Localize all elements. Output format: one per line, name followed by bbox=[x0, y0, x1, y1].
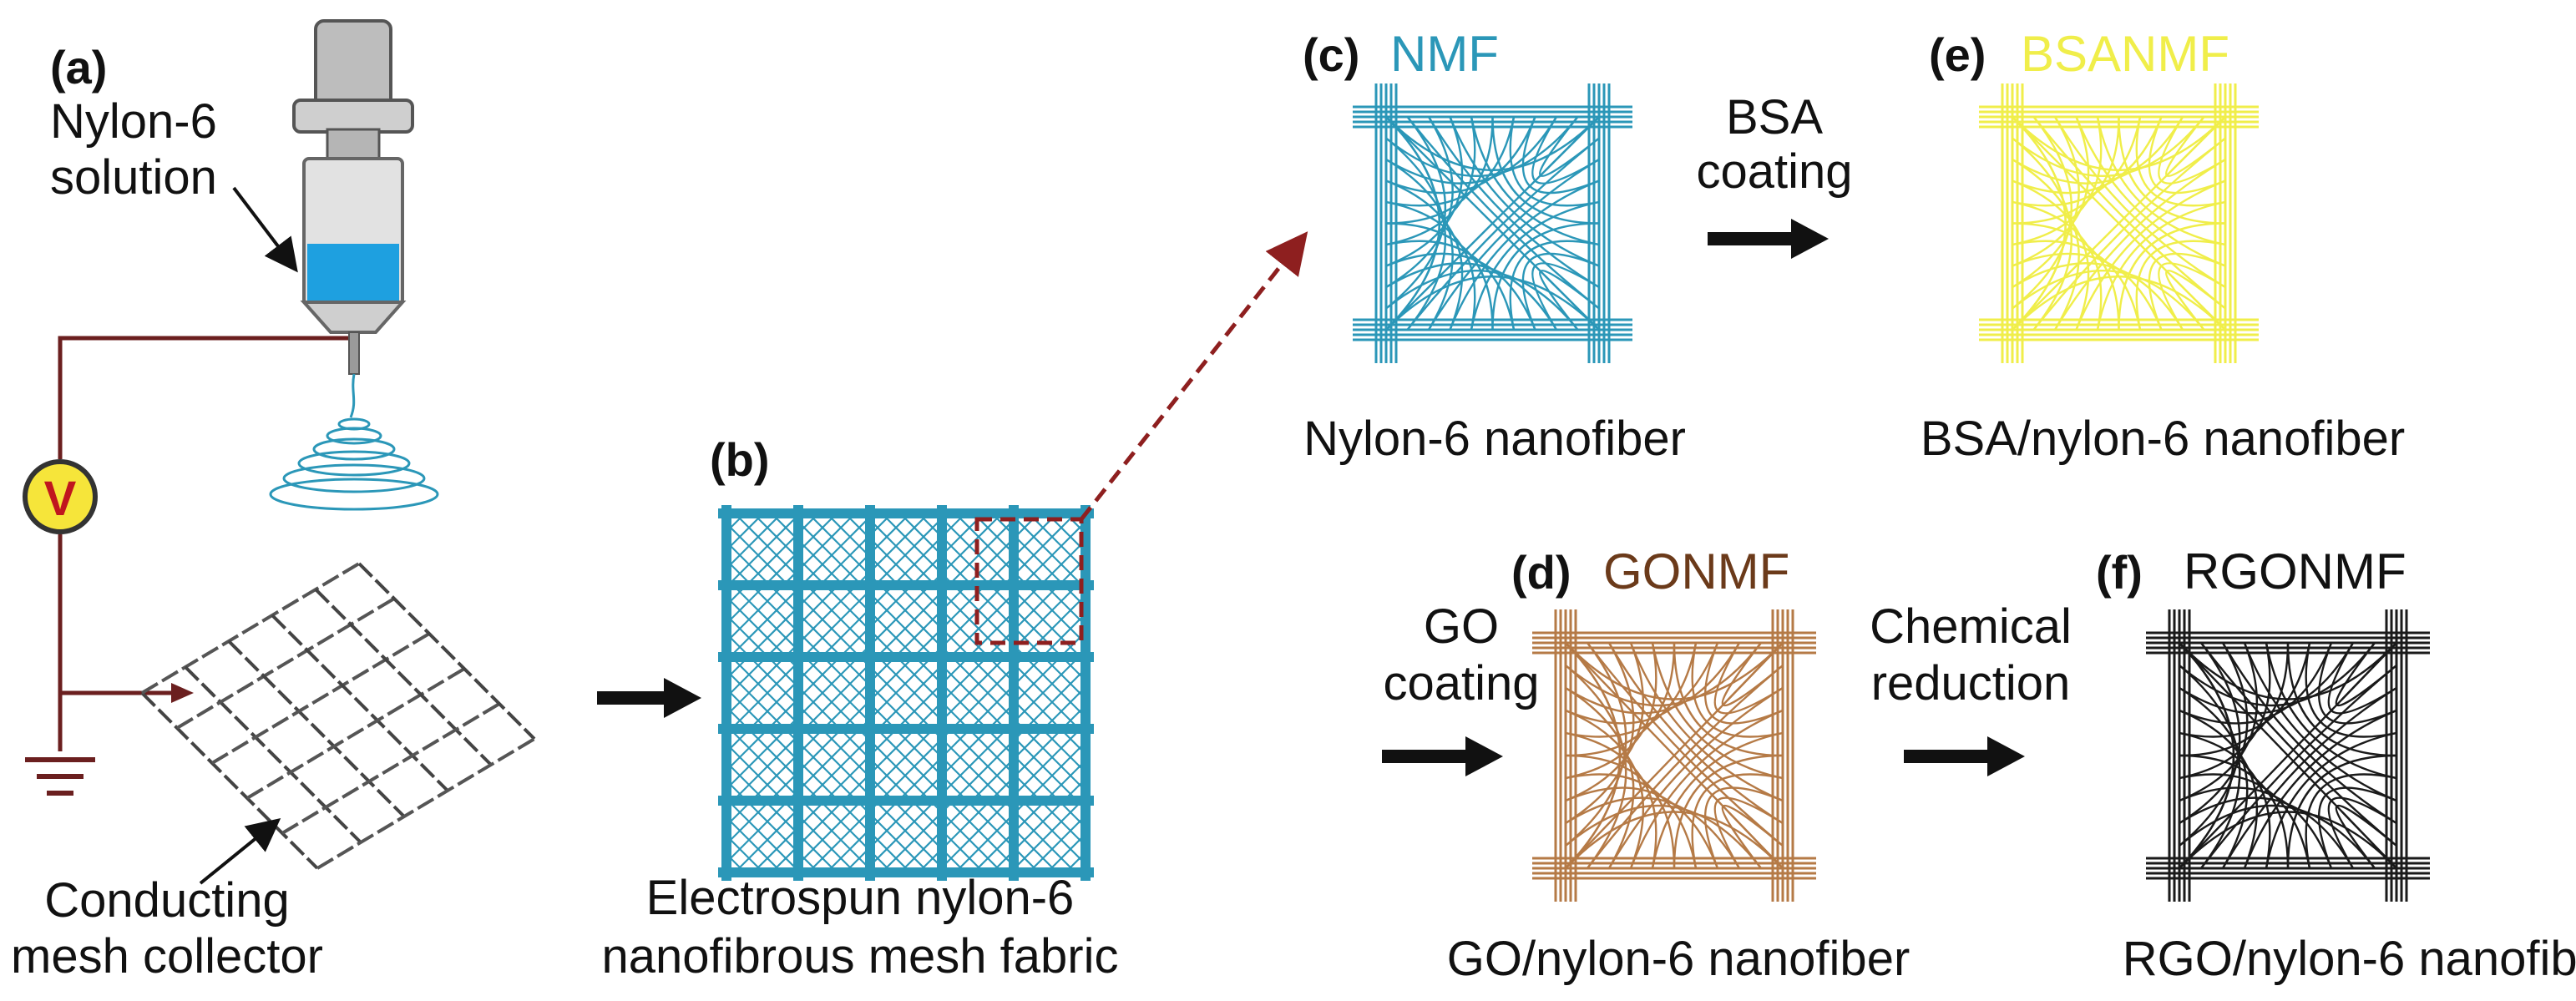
collector-label-pointer bbox=[199, 817, 281, 885]
voltmeter-symbol: V bbox=[44, 472, 77, 526]
step-reduction-line1: Chemical bbox=[1870, 599, 2072, 654]
panel-a: (a) V bbox=[11, 19, 536, 983]
voltmeter-icon: V bbox=[23, 459, 98, 534]
ground-icon bbox=[25, 757, 95, 796]
syringe-label-pointer bbox=[232, 186, 298, 273]
panel-c: (c) NMF Nylon-6 nanofiber bbox=[1303, 26, 1686, 466]
step-bsa-line1: BSA bbox=[1726, 90, 1823, 144]
panel-e-tag: (e) bbox=[1929, 28, 1986, 81]
step-bsa-coating: BSA coating bbox=[1696, 90, 1853, 259]
panel-d-name: GONMF bbox=[1603, 543, 1789, 599]
panel-f-tag: (f) bbox=[2096, 546, 2143, 599]
gonmf-fiber-swatch bbox=[1532, 609, 1816, 902]
panel-e-name: BSANMF bbox=[2021, 26, 2229, 82]
step-chemical-reduction: Chemical reduction bbox=[1870, 599, 2072, 776]
panel-d-caption: GO/nylon-6 nanofiber bbox=[1447, 932, 1910, 986]
panel-a-tag: (a) bbox=[50, 41, 107, 94]
fiber-spiral-icon bbox=[269, 373, 439, 511]
nylon-solution-fill bbox=[307, 244, 399, 302]
syringe-label-line2: solution bbox=[50, 150, 217, 205]
step-go-coating: GO coating bbox=[1382, 599, 1540, 776]
step-go-line1: GO bbox=[1424, 599, 1499, 654]
panel-f: (f) RGONMF RGO/nylon-6 nanofiber bbox=[2096, 543, 2576, 986]
panel-b-caption-line2: nanofibrous mesh fabric bbox=[602, 929, 1119, 983]
circuit-wires bbox=[58, 336, 351, 751]
panel-f-name: RGONMF bbox=[2184, 543, 2406, 599]
collector-label-line1: Conducting bbox=[44, 873, 289, 928]
panel-e: (e) BSANMF BSA/nylon-6 nanofiber bbox=[1921, 26, 2405, 466]
mesh-collector-icon bbox=[140, 562, 536, 870]
panel-d: (d) GONMF GO/nylon-6 nanofiber bbox=[1447, 543, 1910, 986]
rgonmf-fiber-swatch bbox=[2146, 609, 2430, 902]
panel-c-name: NMF bbox=[1390, 26, 1499, 82]
panel-d-tag: (d) bbox=[1511, 546, 1571, 599]
zoom-region-box bbox=[974, 517, 1084, 645]
nmf-fiber-swatch bbox=[1353, 83, 1632, 363]
panel-b-tag: (b) bbox=[710, 433, 770, 486]
syringe-label-line1: Nylon-6 bbox=[50, 94, 217, 149]
step-bsa-line2: coating bbox=[1696, 144, 1852, 199]
arrow-a-to-b bbox=[597, 678, 701, 718]
panel-b-caption-line1: Electrospun nylon-6 bbox=[646, 871, 1075, 925]
panel-f-caption: RGO/nylon-6 nanofiber bbox=[2123, 932, 2576, 986]
step-go-line2: coating bbox=[1383, 656, 1539, 710]
step-reduction-line2: reduction bbox=[1871, 656, 2071, 710]
bsanmf-fiber-swatch bbox=[1979, 83, 2259, 363]
panel-c-caption: Nylon-6 nanofiber bbox=[1303, 412, 1686, 466]
syringe-icon bbox=[292, 19, 414, 375]
panel-c-tag: (c) bbox=[1303, 28, 1359, 81]
panel-e-caption: BSA/nylon-6 nanofiber bbox=[1921, 412, 2405, 466]
collector-label-line2: mesh collector bbox=[11, 929, 323, 983]
wire-arrowhead bbox=[171, 683, 194, 703]
zoom-arrow bbox=[1080, 231, 1308, 521]
panel-b: (b) Electrospun nylon-6 nanofibrous mesh… bbox=[602, 231, 1308, 983]
